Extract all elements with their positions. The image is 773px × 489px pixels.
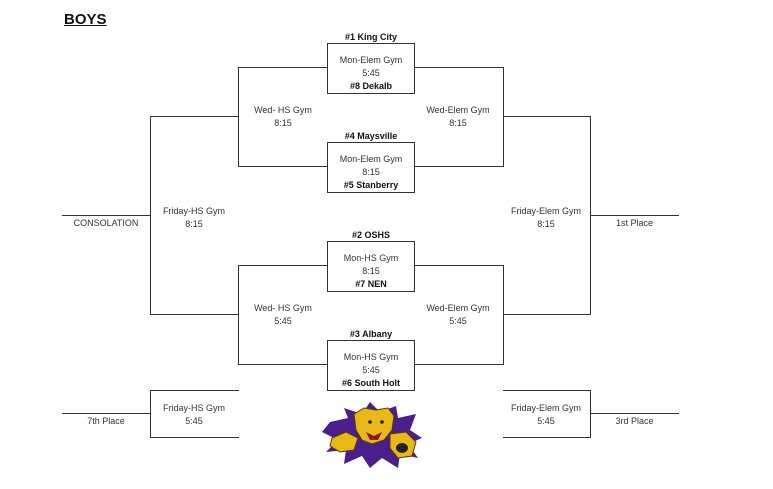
semi-right-location-1: Wed-Elem Gym <box>415 104 501 117</box>
seventh-time: 5:45 <box>150 415 238 428</box>
wildcat-logo-icon <box>318 400 428 470</box>
bracket-line <box>238 364 327 365</box>
bracket-line <box>503 314 591 315</box>
consolation-label: CONSOLATION <box>62 217 150 230</box>
bracket-line <box>150 437 239 438</box>
game-time-4: 5:45 <box>327 364 415 377</box>
semi-right-time-1: 8:15 <box>415 117 501 130</box>
game-time-3: 8:15 <box>327 265 415 278</box>
championship-location: Friday-Elem Gym <box>503 205 589 218</box>
game-time-2: 8:15 <box>327 166 415 179</box>
consolation-time: 8:15 <box>150 218 238 231</box>
bracket-line <box>415 67 504 68</box>
seed-bottom-3: #7 NEN <box>327 279 415 289</box>
third-location: Friday-Elem Gym <box>503 402 589 415</box>
third-label: 3rd Place <box>590 415 679 428</box>
seed-top-1: #1 King City <box>327 32 415 42</box>
paw-pad <box>396 443 408 453</box>
game-location-3: Mon-HS Gym <box>327 252 415 265</box>
championship-label: 1st Place <box>590 217 679 230</box>
semi-left-location-1: Wed- HS Gym <box>240 104 326 117</box>
bracket-line <box>415 265 504 266</box>
semi-right-time-2: 5:45 <box>415 315 501 328</box>
bracket-line <box>415 364 504 365</box>
seed-top-2: #4 Maysville <box>327 131 415 141</box>
seed-bottom-1: #8 Dekalb <box>327 81 415 91</box>
championship-time: 8:15 <box>503 218 589 231</box>
seventh-location: Friday-HS Gym <box>150 402 238 415</box>
page-title: BOYS <box>64 11 107 28</box>
bracket-line <box>503 437 591 438</box>
seed-bottom-4: #6 South Holt <box>327 378 415 388</box>
bracket-line <box>415 166 504 167</box>
bracket-line <box>503 390 591 391</box>
semi-right-location-2: Wed-Elem Gym <box>415 302 501 315</box>
game-location-1: Mon-Elem Gym <box>327 54 415 67</box>
bracket-line <box>150 314 239 315</box>
consolation-location: Friday-HS Gym <box>150 205 238 218</box>
seed-bottom-2: #5 Stanberry <box>327 180 415 190</box>
third-time: 5:45 <box>503 415 589 428</box>
game-time-1: 5:45 <box>327 67 415 80</box>
game-location-4: Mon-HS Gym <box>327 351 415 364</box>
semi-left-time-1: 8:15 <box>240 117 326 130</box>
bracket-line <box>150 390 239 391</box>
semi-left-location-2: Wed- HS Gym <box>240 302 326 315</box>
bracket-line <box>503 116 591 117</box>
bracket-line <box>238 67 327 68</box>
seventh-label: 7th Place <box>62 415 150 428</box>
bracket-line <box>238 265 327 266</box>
game-location-2: Mon-Elem Gym <box>327 153 415 166</box>
bracket-line <box>150 116 239 117</box>
seed-top-4: #3 Albany <box>327 329 415 339</box>
semi-left-time-2: 5:45 <box>240 315 326 328</box>
bracket-line <box>238 166 327 167</box>
seed-top-3: #2 OSHS <box>327 230 415 240</box>
